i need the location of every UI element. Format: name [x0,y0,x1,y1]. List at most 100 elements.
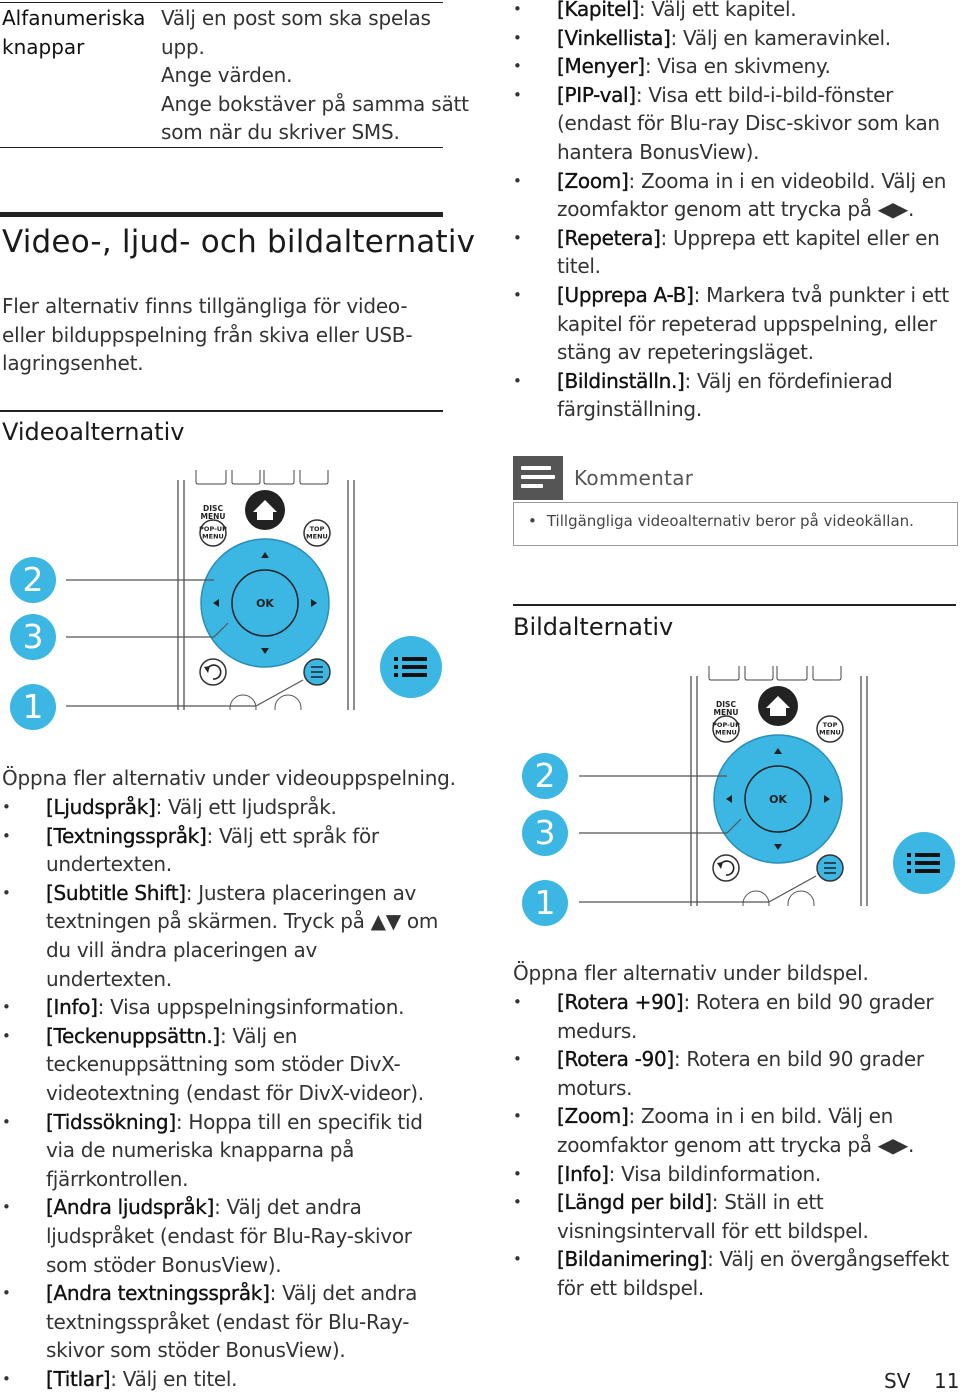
option-text: : Välj det andra textningsspråket (endas… [46,1281,418,1363]
option-text: : Justera placeringen av textningen på s… [46,880,438,991]
option-text: : Visa en skivmeny. [644,54,831,79]
top-menu-button [303,519,331,547]
table-key-label: Alfanumeriska knappar [2,6,146,59]
video-options-list: [Ljudspråk]: Välj ett ljudspråk. [Textnin… [2,793,442,1393]
back-button [199,658,227,686]
list-item: [Rotera -90]: Rotera en bild 90 grader m… [513,1045,953,1102]
list-item: [Teckenuppsättn.]: Välj en teckenuppsätt… [2,1022,442,1108]
option-text: : Rotera en bild 90 grader medurs. [557,990,934,1043]
table-description: Välj en post som ska spelas upp. Ange värd… [161,4,469,147]
option-key: [Menyer] [557,54,645,79]
option-key: [Textningsspråk] [46,823,207,848]
option-text: : Välj en fördefinierad färginställning. [557,368,893,422]
ok-label: OK [256,597,274,610]
list-item: [Titlar]: Välj en titel. [2,1365,442,1393]
option-text: : Välj det andra ljudspråket (endast för… [46,1195,412,1277]
picture-heading: Bildalternativ [513,613,674,641]
video-heading-rule [0,410,443,412]
list-item: [Menyer]: Visa en skivmeny. [513,52,953,81]
option-key: [Rotera +90] [557,990,684,1014]
note-item: Tillgängliga videoalternativ beror på vi… [528,512,914,530]
options-icon [394,657,427,677]
note-box [513,502,958,546]
picture-intro: Öppna fler alternativ under bildspel. [513,961,869,985]
option-text: : Ställ in ett visningsintervall för ett… [557,1190,869,1243]
option-key: [Zoom] [557,1104,629,1129]
option-key: [Zoom] [557,168,629,193]
list-item: [Rotera +90]: Rotera en bild 90 grader m… [513,988,953,1045]
table-desc-line: Ange värden. [161,63,293,88]
option-text: : Visa uppspelningsinformation. [97,995,405,1020]
option-key: [Andra textningsspråk] [46,1281,270,1306]
list-item: [Info]: Visa uppspelningsinformation. [2,993,442,1022]
option-key: [Kapitel] [557,0,640,21]
picture-heading-rule [513,604,956,606]
option-text: : Visa ett bild-i-bild-fönster (endast f… [557,82,940,164]
option-key: [Andra ljudspråk] [46,1195,215,1220]
section-intro-line: eller bilduppspelning från skiva eller U… [2,322,413,347]
badge-2: 2 [10,557,56,603]
option-text: : Välj ett språk för undertexten. [46,823,379,877]
badge-3: 3 [10,614,56,660]
page-number: 11 [934,1369,960,1393]
list-item: [Zoom]: Zooma in i en bild. Välj en zoom… [513,1102,953,1159]
section-intro: Fler alternativ finns tillgängliga för v… [2,292,413,378]
option-key: [Info] [557,1161,609,1186]
option-key: [Vinkellista] [557,25,671,50]
badge-1-picture: 1 [522,880,568,926]
option-text: : Zooma in i en videobild. Välj en zoomf… [557,168,947,222]
picture-options-list: [Rotera +90]: Rotera en bild 90 grader m… [513,988,953,1303]
list-item: [Bildinställn.]: Välj en fördefinierad f… [513,367,953,424]
section-intro-line: lagringsenhet. [2,351,144,376]
option-key: [Subtitle Shift] [46,880,186,905]
badge-2-picture: 2 [522,753,568,799]
section-intro-line: Fler alternativ finns tillgängliga för v… [2,294,408,318]
note-title: Kommentar [574,466,694,490]
list-item: [PIP-val]: Visa ett bild-i-bild-fönster … [513,81,953,167]
option-key: [Ljudspråk] [46,795,156,819]
badge-1: 1 [10,684,56,730]
table-desc-line: Ange bokstäver på samma sätt [161,91,469,116]
footer-language: SV [884,1369,911,1393]
note-icon [513,456,563,500]
list-item: [Zoom]: Zooma in i en videobild. Välj en… [513,167,953,224]
badge-3-picture: 3 [522,810,568,856]
option-key: [Längd per bild] [557,1190,712,1215]
option-key: [Rotera -90] [557,1047,675,1072]
option-key: [Titlar] [46,1366,111,1391]
table-desc-line: Välj en post som ska spelas [161,6,431,30]
option-text: : Välj en titel. [110,1366,238,1391]
option-key: [Repetera] [557,225,661,250]
list-item: [Kapitel]: Välj ett kapitel. [513,0,953,24]
list-item: [Bildanimering]: Välj en övergångseffekt… [513,1245,953,1302]
list-item: [Upprepa A-B]: Markera två punkter i ett… [513,281,953,367]
list-item: [Tidssökning]: Hoppa till en specifik ti… [2,1108,442,1194]
list-item: [Andra ljudspråk]: Välj det andra ljudsp… [2,1193,442,1279]
table-bottom-rule [0,147,443,148]
home-icon [253,500,277,520]
option-text: : Rotera en bild 90 grader moturs. [557,1047,924,1100]
list-item: [Längd per bild]: Ställ in ett visningsi… [513,1188,953,1245]
option-text: : Hoppa till en specifik tid via de nume… [46,1109,423,1191]
video-heading: Videoalternativ [2,418,185,446]
list-item: [Textningsspråk]: Välj ett språk för und… [2,822,442,879]
table-desc-line: upp. [161,34,205,59]
option-key: [Bildanimering] [557,1247,708,1272]
option-text: : Välj ett ljudspråk. [155,795,337,819]
option-text: : Välj en teckenuppsättning som stöder D… [46,1023,424,1105]
ok-button [231,569,299,637]
option-text: : Välj en kameravinkel. [670,25,892,50]
option-text: : Markera två punkter i ett kapitel för … [557,282,949,365]
option-text: : Välj en övergångseffekt för ett bildsp… [557,1247,949,1300]
video-options-list-continued: [Kapitel]: Välj ett kapitel.[Vinkellista… [513,0,953,424]
popup-menu-button [199,519,227,547]
option-key: [Bildinställn.] [557,368,685,393]
arrow-down-icon [261,648,269,654]
table-desc-line: som när du skriver SMS. [161,120,400,145]
